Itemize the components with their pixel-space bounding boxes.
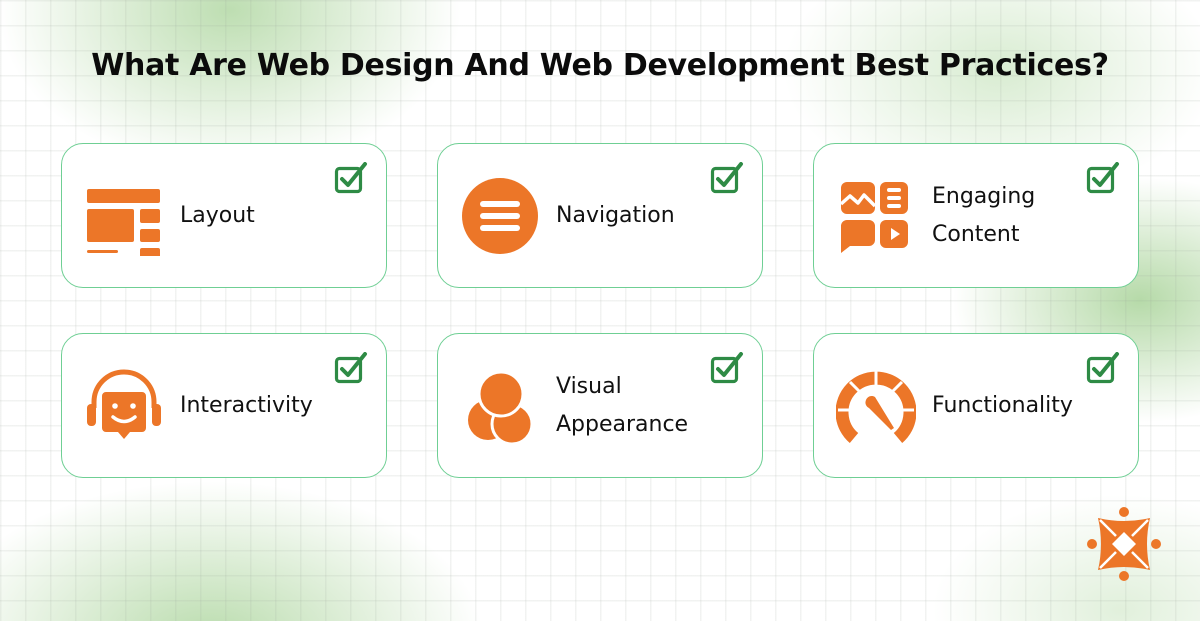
card-engaging-content: Engaging Content <box>813 143 1139 288</box>
card-label: Layout <box>180 202 255 228</box>
card-layout: Layout <box>61 143 387 288</box>
headset-chat-icon <box>87 369 161 439</box>
checkbox-checked-icon <box>1086 162 1119 194</box>
card-functionality: Functionality <box>813 333 1139 478</box>
checkbox-checked-icon <box>1086 352 1119 384</box>
brand-logo-icon <box>1087 507 1161 581</box>
layout-icon <box>87 189 160 256</box>
card-navigation: Navigation <box>437 143 763 288</box>
card-label: Engaging Content <box>932 183 1036 247</box>
overlapping-circles-icon <box>468 370 534 446</box>
checkbox-checked-icon <box>710 352 743 384</box>
card-label: Interactivity <box>180 392 313 418</box>
card-visual-appearance: Visual Appearance <box>437 333 763 478</box>
content-grid-icon <box>839 182 908 253</box>
card-label: Visual Appearance <box>556 373 689 437</box>
page-title: What Are Web Design And Web Development … <box>91 48 1109 83</box>
card-interactivity: Interactivity <box>61 333 387 478</box>
checkbox-checked-icon <box>334 162 367 194</box>
speedometer-icon <box>836 370 916 443</box>
menu-circle-icon <box>462 178 538 254</box>
card-label: Navigation <box>556 202 675 228</box>
checkbox-checked-icon <box>334 352 367 384</box>
checkbox-checked-icon <box>710 162 743 194</box>
card-label: Functionality <box>932 392 1073 418</box>
